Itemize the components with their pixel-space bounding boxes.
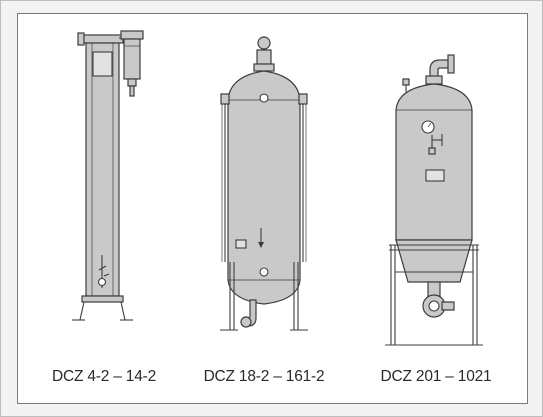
filter-bowl: [123, 38, 141, 80]
top-fitting: [256, 49, 272, 65]
caption-small-model: DCZ 4-2 – 14-2: [51, 368, 157, 385]
filter-head: [120, 30, 144, 40]
header-cap: [77, 32, 85, 46]
label-plate: [235, 239, 247, 249]
top-knob: [257, 36, 271, 50]
dryer-column: [85, 42, 120, 297]
base-plate: [81, 295, 124, 303]
dryer-medium-illustration: [220, 36, 308, 331]
gauge: [259, 93, 269, 103]
dryer-large-illustration: [385, 54, 483, 346]
top-header-pipe: [80, 34, 124, 44]
dryer-small-illustration: [72, 30, 144, 321]
caption-large-model: DCZ 201 – 1021: [380, 368, 492, 385]
vessel-cone: [395, 239, 473, 283]
drain-port: [259, 267, 269, 277]
label-plate: [92, 51, 113, 77]
drain-valve: [97, 277, 107, 287]
label-plate: [425, 169, 445, 182]
pressure-vessel: [395, 83, 473, 241]
caption-medium-model: DCZ 18-2 – 161-2: [203, 368, 325, 385]
